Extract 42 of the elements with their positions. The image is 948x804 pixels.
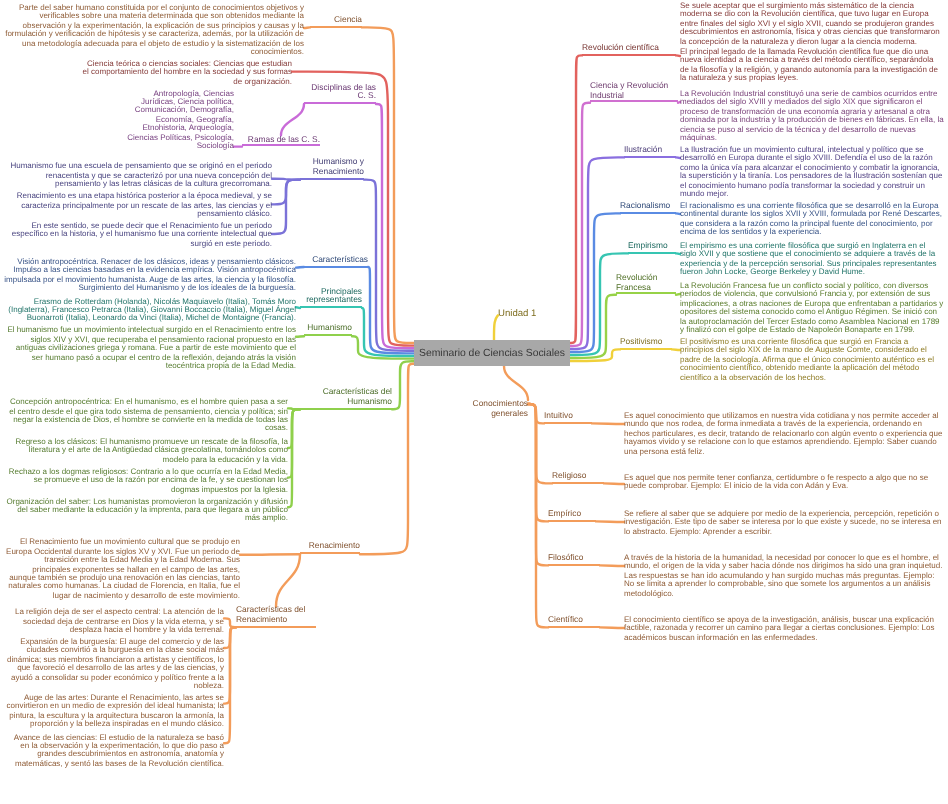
branch-line bbox=[594, 520, 626, 524]
branch-line bbox=[674, 292, 682, 296]
branch-line bbox=[568, 101, 592, 348]
branch-line bbox=[302, 26, 312, 30]
branch-line bbox=[366, 265, 416, 355]
branch-line bbox=[238, 553, 302, 556]
branch-line bbox=[290, 70, 416, 347]
branch-line bbox=[568, 293, 618, 360]
branch-line bbox=[222, 626, 238, 745]
branch-line bbox=[294, 265, 306, 269]
branch-line bbox=[568, 54, 584, 345]
branch-line bbox=[568, 252, 630, 357]
branch-line bbox=[294, 306, 302, 310]
branch-line bbox=[232, 145, 244, 148]
branch-line bbox=[568, 212, 622, 354]
branch-line bbox=[362, 178, 416, 352]
branch-line bbox=[270, 178, 302, 236]
branch-line bbox=[670, 348, 682, 352]
branch-line bbox=[286, 408, 302, 509]
branch-line bbox=[674, 54, 682, 58]
branch-line bbox=[590, 422, 626, 426]
branch-line bbox=[598, 626, 626, 630]
branch-line bbox=[374, 102, 416, 350]
branch-line bbox=[568, 348, 622, 363]
branch-line bbox=[360, 306, 416, 358]
branch-line bbox=[674, 252, 682, 256]
branch-line bbox=[294, 335, 306, 338]
branch-line bbox=[492, 314, 500, 342]
branch-line bbox=[279, 102, 306, 137]
branch-line bbox=[598, 564, 626, 568]
branch-line bbox=[390, 360, 416, 411]
branch-line bbox=[674, 212, 682, 216]
branch-line bbox=[674, 156, 682, 160]
branch-line bbox=[602, 482, 626, 486]
branch-line bbox=[274, 553, 302, 608]
branch-line bbox=[360, 26, 416, 345]
branch-line bbox=[568, 156, 626, 351]
branch-line bbox=[502, 364, 530, 402]
branch-line bbox=[222, 617, 238, 629]
branch-line bbox=[676, 100, 682, 104]
branch-line bbox=[358, 362, 416, 556]
branch-line bbox=[350, 335, 416, 360]
